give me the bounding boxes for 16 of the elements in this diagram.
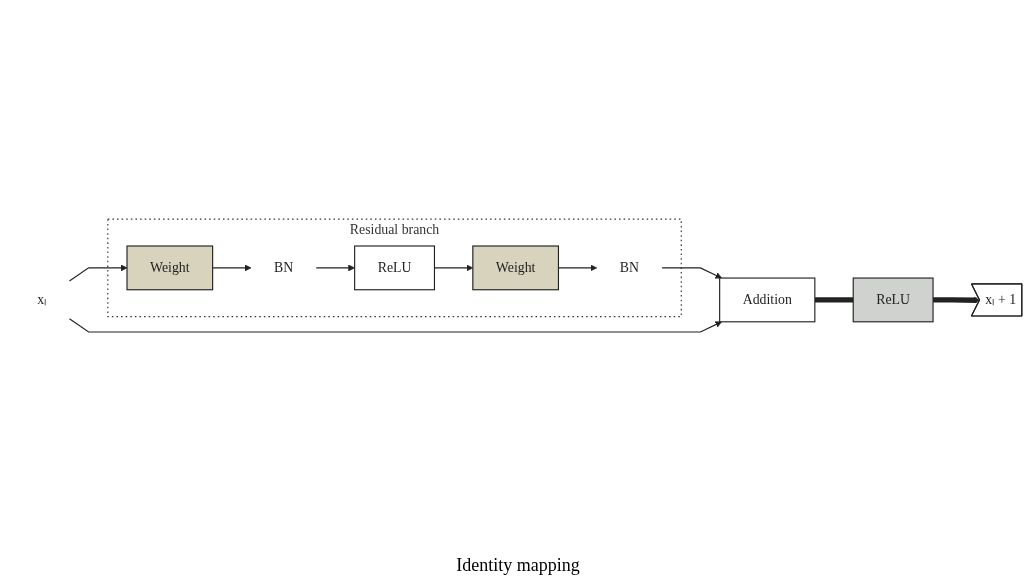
band-label: Identity mapping [456, 555, 580, 576]
node-box: Addition [719, 277, 816, 323]
node-text: BN [274, 259, 294, 276]
node-box: Weight [472, 245, 560, 291]
node-box: ReLU [852, 277, 934, 323]
connector [814, 297, 854, 303]
arrow [933, 296, 981, 304]
arrow [68, 318, 722, 333]
arrow [68, 264, 128, 282]
node-box: ReLU [354, 245, 436, 291]
arrow [212, 264, 252, 272]
node-text: BN [619, 259, 640, 276]
node-box: Weight [126, 245, 214, 291]
arrow [315, 264, 355, 272]
node-text: xₗ [37, 291, 47, 308]
arrow [661, 267, 722, 279]
